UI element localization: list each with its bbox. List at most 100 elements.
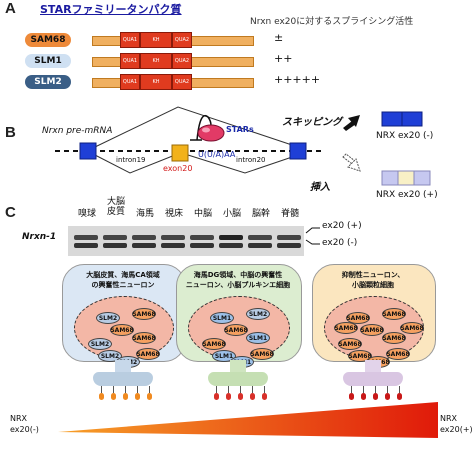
panel-a-title: STARファミリータンパク質	[40, 3, 182, 16]
protein-blob-sam68: SAM68	[202, 338, 226, 350]
gel-band-minus	[132, 243, 156, 248]
axon	[115, 360, 131, 374]
protein-blob-slm1: SLM1	[246, 332, 270, 344]
domain-kh: KH	[140, 53, 172, 69]
neurexin-protein	[238, 393, 243, 400]
neurexin-stalk	[387, 386, 388, 393]
protein-blob-sam68: SAM68	[224, 324, 248, 336]
protein-blob-slm2: SLM2	[246, 308, 270, 320]
neurexin-protein	[250, 393, 255, 400]
activity-slm1: ++	[274, 52, 293, 65]
gel-band-plus	[161, 235, 185, 240]
band-connectors	[305, 227, 320, 245]
protein-blob-sam68: SAM68	[136, 348, 160, 360]
protein-blob-slm1: SLM1	[210, 312, 234, 324]
gel-band-minus	[277, 243, 301, 248]
arrow-insertion-head	[347, 158, 361, 172]
protein-blob-sam68: SAM68	[250, 348, 274, 360]
neurexin-stalk	[216, 386, 217, 393]
exon-19	[79, 142, 97, 160]
neurexin-protein	[349, 393, 354, 400]
mrna-minus-exon21	[401, 111, 423, 127]
gel-band-plus	[277, 235, 301, 240]
intron20-label: intron20	[236, 156, 266, 164]
neurexin-protein	[99, 393, 104, 400]
neurexin-stalk	[399, 386, 400, 393]
gel-band-minus	[161, 243, 185, 248]
gel-band-plus	[248, 235, 272, 240]
exon-21	[289, 142, 307, 160]
gel-band-minus	[190, 243, 214, 248]
neurexin-stalk	[125, 386, 126, 393]
protein-blob-sam68: SAM68	[132, 308, 156, 320]
gene-label: Nrxn-1	[22, 232, 57, 242]
skipping-label: スキッピング	[282, 117, 342, 128]
neurexin-stalk	[375, 386, 376, 393]
band-minus-label: ex20 (-)	[322, 238, 358, 248]
protein-blob-sam68: SAM68	[382, 332, 406, 344]
neurexin-protein	[373, 393, 378, 400]
inclusion-arc-left	[94, 154, 176, 174]
presynaptic-terminal	[93, 372, 153, 386]
protein-blob-sam68: SAM68	[338, 338, 362, 350]
exon-20	[171, 144, 189, 162]
neurexin-protein	[111, 393, 116, 400]
neurexin-protein	[135, 393, 140, 400]
gel-band-plus	[132, 235, 156, 240]
domain-qua2: QUA2	[172, 74, 192, 90]
gel-band-minus	[74, 243, 98, 248]
gel-image	[68, 226, 304, 256]
neurexin-protein	[397, 393, 402, 400]
presynaptic-terminal	[343, 372, 403, 386]
neurexin-stalk	[252, 386, 253, 393]
arrow-skipping	[343, 121, 356, 131]
splicing-diagram	[55, 106, 431, 186]
panel-a-header: Nrxn ex20に対するスプライシング活性	[250, 17, 414, 27]
neurexin-stalk	[228, 386, 229, 393]
neurexin-stalk	[264, 386, 265, 393]
mrna-minus-exon19	[381, 111, 403, 127]
gel-band-minus	[248, 243, 272, 248]
neurexin-stalk	[113, 386, 114, 393]
domain-kh: KH	[140, 74, 172, 90]
tissue-label: 海馬	[135, 209, 154, 219]
presynaptic-terminal	[208, 372, 268, 386]
neurexin-stalk	[240, 386, 241, 393]
neurexin-stalk	[137, 386, 138, 393]
protein-blob-sam68: SAM68	[400, 322, 424, 334]
neuron-type-label: 海馬DG領域、中脳の興奮性 ニューロン、小脳プルキンエ細胞	[185, 271, 291, 289]
gel-band-minus	[103, 243, 127, 248]
gradient-right-label: NRX ex20(+)	[440, 414, 473, 434]
protein-blob-slm2: SLM2	[88, 338, 112, 350]
protein-label-sam68: SAM68	[25, 33, 71, 47]
protein-blob-sam68: SAM68	[382, 308, 406, 320]
activity-slm2: +++++	[274, 73, 321, 86]
protein-blob-sam68: SAM68	[386, 348, 410, 360]
gel-band-plus	[103, 235, 127, 240]
panel-letter-a: A	[5, 0, 16, 17]
neurexin-protein	[385, 393, 390, 400]
domain-qua1: QUA1	[120, 74, 140, 90]
gel-band-plus	[219, 235, 243, 240]
tissue-label: 脊髄	[280, 209, 299, 219]
neurexin-protein	[214, 393, 219, 400]
domain-qua1: QUA1	[120, 32, 140, 48]
gel-band-plus	[190, 235, 214, 240]
neurexin-protein	[262, 393, 267, 400]
protein-blob-sam68: SAM68	[334, 322, 358, 334]
mrna-plus-exon19	[381, 170, 399, 186]
protein-blob-sam68: SAM68	[132, 332, 156, 344]
domain-qua2: QUA2	[172, 53, 192, 69]
exon20-label: exon20	[163, 164, 193, 173]
neurexin-stalk	[149, 386, 150, 393]
inclusion-arc-right	[187, 154, 299, 174]
neurexin-stalk	[363, 386, 364, 393]
axon	[365, 360, 381, 374]
skipping-arc	[94, 106, 299, 148]
stars-protein	[197, 124, 225, 142]
axon	[230, 360, 246, 374]
tissue-label: 視床	[164, 209, 183, 219]
protein-label-slm1: SLM1	[25, 54, 71, 68]
gradient-left-label: NRX ex20(-)	[10, 414, 39, 434]
stars-label: STARs	[226, 125, 254, 134]
